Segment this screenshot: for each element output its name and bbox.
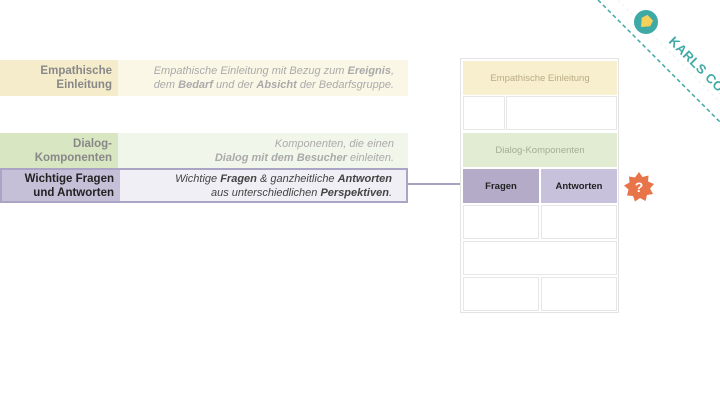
desc-line: Komponenten, die einen xyxy=(274,138,394,150)
wireframe-block xyxy=(506,96,617,130)
karls-core-logo: KARLS CORE xyxy=(597,0,720,123)
question-badge-icon: ? xyxy=(624,172,654,202)
label-line: Dialog- xyxy=(73,138,112,150)
desc-line: aus unterschiedlichen Perspektiven. xyxy=(210,186,392,199)
label-line: Einleitung xyxy=(56,79,112,91)
desc-line: Empathische Einleitung mit Bezug zum Ere… xyxy=(153,65,394,77)
badge-text: ? xyxy=(635,179,644,195)
row-label: Dialog- Komponenten xyxy=(0,133,128,169)
row-description: Wichtige Fragen & ganzheitliche Antworte… xyxy=(120,170,406,201)
label-line: Komponenten xyxy=(34,152,112,164)
row-description: Empathische Einleitung mit Bezug zum Ere… xyxy=(118,60,408,96)
wireframe-block xyxy=(463,277,539,311)
label-line: Wichtige Fragen xyxy=(24,172,114,185)
wireframe-antworten: Antworten xyxy=(541,169,617,203)
row-dialog-komponenten: Dialog- Komponenten Komponenten, die eine… xyxy=(0,133,408,169)
label-line: Empathische xyxy=(40,65,112,77)
wireframe-block xyxy=(541,205,617,239)
wireframe-block xyxy=(463,241,617,275)
wireframe-block xyxy=(463,96,505,130)
wireframe-empathische-einleitung: Empathische Einleitung xyxy=(463,61,617,95)
wireframe-block xyxy=(541,277,617,311)
label-line: und Antworten xyxy=(33,186,114,199)
page-wireframe: Empathische Einleitung Dialog-Komponente… xyxy=(460,58,619,313)
desc-line: Wichtige Fragen & ganzheitliche Antworte… xyxy=(175,172,392,185)
desc-line: dem Bedarf und der Absicht der Bedarfsgr… xyxy=(153,79,394,91)
wireframe-dialog-komponenten: Dialog-Komponenten xyxy=(463,133,617,167)
wireframe-fragen: Fragen xyxy=(463,169,539,203)
desc-line: Dialog mit dem Besucher einleiten. xyxy=(214,152,394,164)
connector-line xyxy=(406,183,462,185)
wireframe-block xyxy=(463,205,539,239)
